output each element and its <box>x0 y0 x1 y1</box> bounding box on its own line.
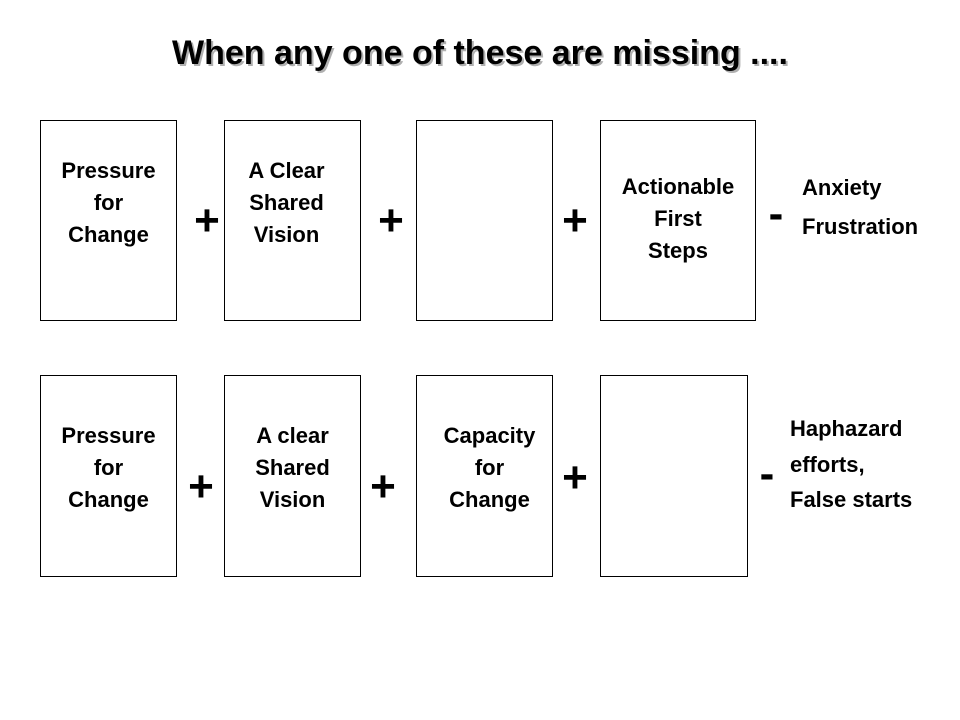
label-line: Change <box>68 222 149 247</box>
slide-title: When any one of these are missing .... <box>172 34 788 72</box>
plus-operator: + <box>562 453 588 502</box>
label-line: First <box>654 206 702 231</box>
result-efforts: efforts, <box>790 452 865 477</box>
box-empty-row2 <box>600 375 748 577</box>
box-clear-shared-vision-row1 <box>224 120 361 321</box>
label-line: Change <box>68 487 149 512</box>
box-pressure-for-change-row1 <box>40 120 177 321</box>
label-line: Actionable <box>621 174 735 199</box>
label-line: Capacity <box>443 423 536 448</box>
box-empty-row1 <box>416 120 553 321</box>
label-line: Shared <box>255 455 330 480</box>
plus-operator: + <box>562 196 588 245</box>
box-label-row2-2: A clear Shared Vision <box>224 420 361 516</box>
box-label-row1-4: Actionable First Steps <box>600 171 756 267</box>
result-haphazard: Haphazard <box>790 416 903 441</box>
plus-operator: + <box>188 462 214 511</box>
box-label-row1-2: A Clear Shared Vision <box>218 155 355 251</box>
label-line: Pressure <box>61 423 156 448</box>
label-line: A clear <box>256 423 329 448</box>
box-label-row2-1: Pressure for Change <box>40 420 177 516</box>
plus-operator: + <box>370 462 396 511</box>
label-line: Vision <box>259 487 326 512</box>
minus-operator: - <box>768 189 784 238</box>
result-anxiety: Anxiety <box>802 175 882 200</box>
box-clear-shared-vision-row2 <box>224 375 361 577</box>
label-line: Change <box>449 487 530 512</box>
box-label-row2-3: Capacity for Change <box>421 420 558 516</box>
box-pressure-for-change-row2 <box>40 375 177 577</box>
label-line: for <box>474 455 505 480</box>
box-capacity-for-change-row2 <box>416 375 553 577</box>
result-false-starts: False starts <box>790 487 913 512</box>
label-line: Pressure <box>61 158 156 183</box>
label-line: Shared <box>249 190 324 215</box>
label-line: for <box>93 455 124 480</box>
plus-operator: + <box>378 196 404 245</box>
box-actionable-first-steps-row1 <box>600 120 756 321</box>
box-label-row1-1: Pressure for Change <box>40 155 177 251</box>
plus-operator: + <box>194 196 220 245</box>
label-line: Vision <box>253 222 320 247</box>
label-line: for <box>93 190 124 215</box>
label-line: A Clear <box>248 158 325 183</box>
label-line: Steps <box>648 238 708 263</box>
result-frustration: Frustration <box>802 214 919 239</box>
minus-operator: - <box>759 449 775 498</box>
